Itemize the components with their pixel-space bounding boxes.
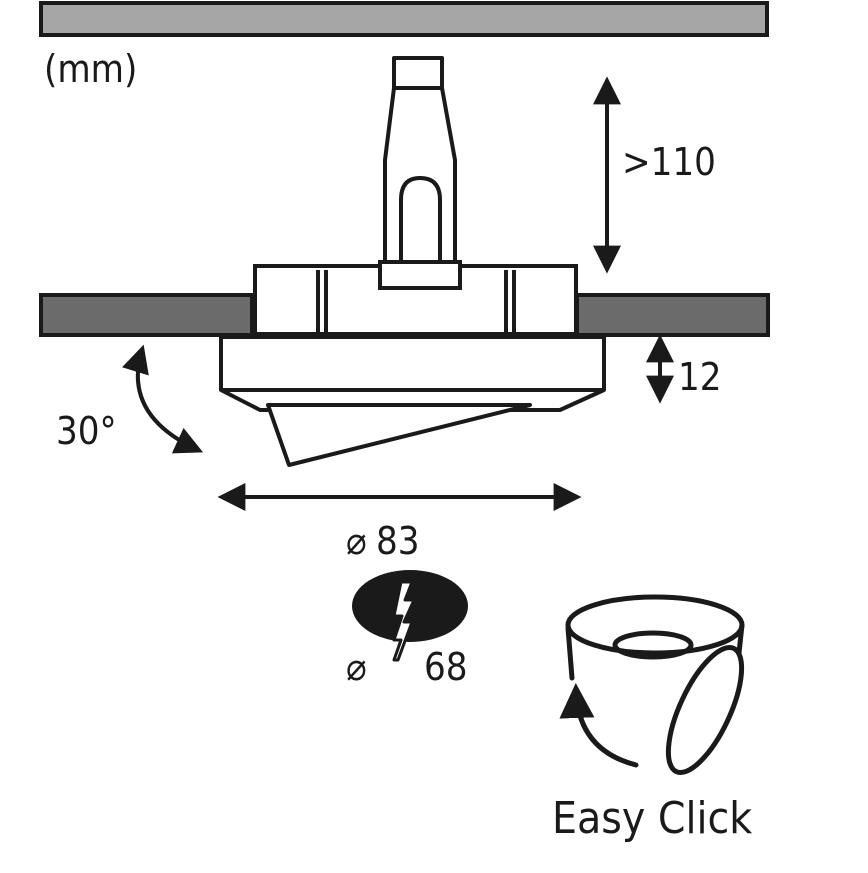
outer-diameter-label: ⌀ 83 [346,519,420,563]
ceiling-bar [39,1,769,37]
units-label: (mm) [44,47,137,91]
cutout-diameter-symbol: ⌀ [346,645,367,689]
depth-label: 12 [678,355,722,399]
outer-diameter-value: 83 [376,519,420,563]
cutout-diameter-value: 68 [424,645,468,689]
panel-left [39,293,254,337]
tilt-angle-arrow [122,344,204,454]
cutout-diameter-label: ⌀ 68 [346,645,468,689]
fixture-housing [253,260,578,336]
trim-ring [219,335,606,412]
outer-diameter-symbol: ⌀ [346,519,367,563]
easy-click-icon [559,594,745,776]
tilted-lamp-head [266,403,532,467]
easy-click-label: Easy Click [552,793,752,844]
height-clearance-label: >110 [622,140,716,184]
cutout-icon [352,570,468,662]
cable-connector [378,56,462,290]
tilt-angle-label: 30° [56,409,117,453]
panel-right [575,293,770,337]
